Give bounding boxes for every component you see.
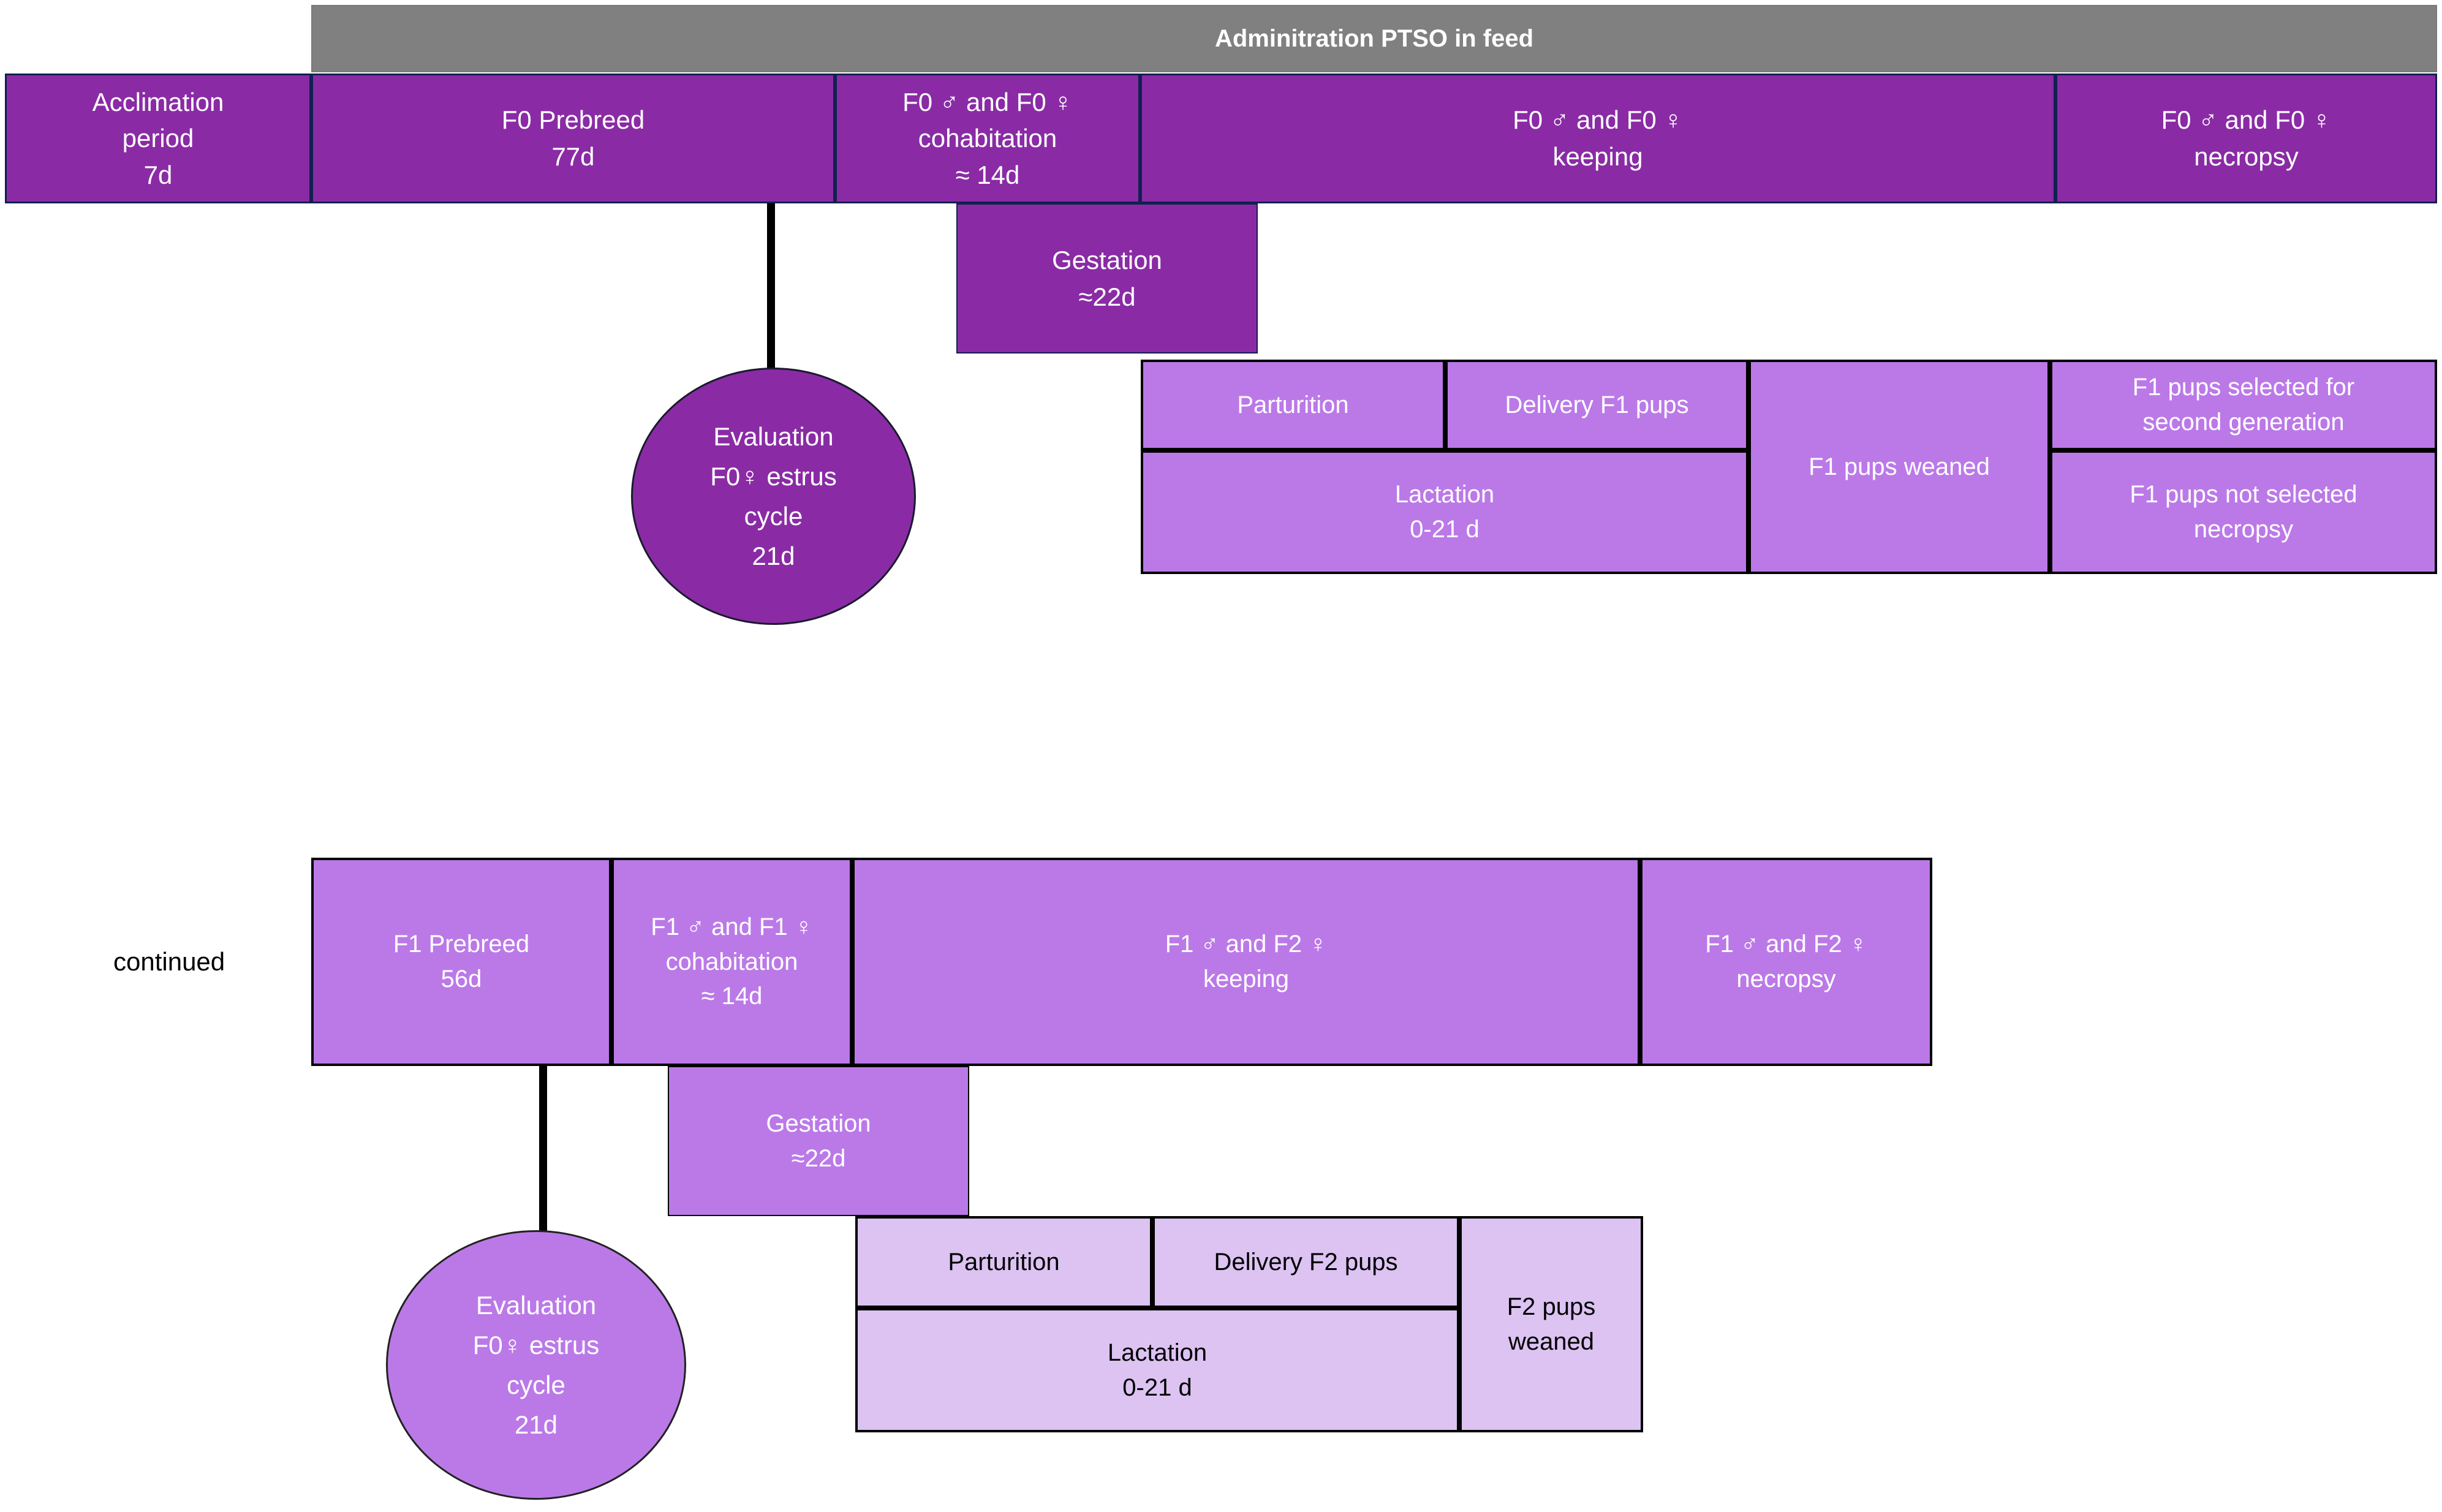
continued-label: continued — [113, 943, 316, 980]
f2-lactation-line1: Lactation — [1107, 1339, 1208, 1366]
f2-keeping-line1: F1 ♂ and F2 ♀ — [1165, 931, 1328, 958]
f1-evaluation-line3: cycle — [507, 1370, 565, 1399]
f0-keeping-box[interactable]: F0 ♂ and F0 ♀ keeping — [1140, 74, 2055, 203]
f0-acclimation-line2: period — [122, 124, 194, 153]
f0-evaluation-line1: Evaluation — [713, 421, 834, 451]
f0-necropsy-line1: F0 ♂ and F0 ♀ — [2161, 105, 2332, 135]
f0-necropsy-line2: necropsy — [2194, 142, 2299, 171]
f2-necropsy-line1: F1 ♂ and F2 ♀ — [1705, 931, 1867, 958]
continued-label-text: continued — [113, 947, 225, 976]
f1-cohabitation-line3: ≈ 14d — [701, 983, 763, 1010]
f0-gestation-line1: Gestation — [1052, 245, 1162, 274]
f0-evaluation-line3: cycle — [744, 502, 803, 531]
f0-evaluation-line2: F0♀ estrus — [710, 461, 837, 491]
administration-banner-label: Adminitration PTSO in feed — [1214, 25, 1534, 52]
f1-prebreed-to-evaluation-connector — [539, 1066, 547, 1234]
f1-pups-selected-box[interactable]: F1 pups selected for second generation — [2050, 360, 2437, 450]
f1-pups-weaned-label: F1 pups weaned — [1809, 453, 1990, 480]
administration-banner: Adminitration PTSO in feed — [311, 5, 2437, 72]
f1-gestation-line2: ≈22d — [791, 1144, 846, 1172]
f2-delivery-label: Delivery F2 pups — [1214, 1248, 1398, 1276]
f2-delivery-box[interactable]: Delivery F2 pups — [1152, 1216, 1459, 1308]
f1-pups-weaned-box[interactable]: F1 pups weaned — [1748, 360, 2050, 574]
f2-parturition-label: Parturition — [948, 1248, 1060, 1276]
f1-gestation-line1: Gestation — [766, 1109, 871, 1137]
f0-prebreed-line2: 77d — [551, 142, 595, 171]
f0-gestation-line2: ≈22d — [1078, 282, 1136, 311]
f2-pups-weaned-box[interactable]: F2 pups weaned — [1459, 1216, 1643, 1432]
f2-lactation-box[interactable]: Lactation 0-21 d — [855, 1308, 1459, 1432]
f2-parturition-box[interactable]: Parturition — [855, 1216, 1152, 1308]
f0-acclimation-period-box[interactable]: Acclimation period 7d — [5, 74, 311, 203]
f1-pups-selected-line1: F1 pups selected for — [2132, 374, 2355, 401]
f1-lactation-box[interactable]: Lactation 0-21 d — [1141, 450, 1748, 574]
f0-acclimation-line3: 7d — [143, 160, 173, 189]
f1-evaluation-line4: 21d — [514, 1410, 558, 1440]
f1-cohabitation-line1: F1 ♂ and F1 ♀ — [651, 913, 813, 940]
f0-keeping-line1: F0 ♂ and F0 ♀ — [1513, 105, 1683, 135]
f0-cohabitation-box[interactable]: F0 ♂ and F0 ♀ cohabitation ≈ 14d — [835, 74, 1140, 203]
f2-pups-weaned-line1: F2 pups — [1506, 1293, 1596, 1320]
f0-prebreed-to-evaluation-connector — [767, 203, 775, 372]
f0-prebreed-line1: F0 Prebreed — [501, 105, 645, 135]
f0-keeping-line2: keeping — [1552, 142, 1643, 171]
f1-cohabitation-line2: cohabitation — [665, 948, 798, 975]
f1-lactation-line2: 0-21 d — [1410, 516, 1480, 543]
f1-pups-not-selected-line2: necropsy — [2193, 516, 2294, 543]
f0-prebreed-box[interactable]: F0 Prebreed 77d — [311, 74, 835, 203]
f1-prebreed-line1: F1 Prebreed — [393, 931, 530, 958]
f2-necropsy-box[interactable]: F1 ♂ and F2 ♀ necropsy — [1640, 858, 1932, 1066]
f2-necropsy-line2: necropsy — [1736, 966, 1836, 992]
f1-evaluation-line1: Evaluation — [475, 1290, 597, 1320]
f0-evaluation-line4: 21d — [752, 542, 795, 571]
f1-prebreed-box[interactable]: F1 Prebreed 56d — [311, 858, 611, 1066]
f1-pups-selected-line2: second generation — [2142, 409, 2345, 436]
f2-keeping-line2: keeping — [1203, 966, 1290, 992]
f1-pups-not-selected-line1: F1 pups not selected — [2130, 481, 2357, 508]
f1-evaluation-line2: F0♀ estrus — [472, 1330, 600, 1359]
f0-estrus-evaluation-circle[interactable]: Evaluation F0♀ estrus cycle 21d — [631, 368, 916, 625]
f1-prebreed-line2: 56d — [440, 966, 482, 992]
f1-lactation-line1: Lactation — [1394, 481, 1495, 508]
f0-gestation-box[interactable]: Gestation ≈22d — [956, 203, 1258, 353]
f2-pups-weaned-line2: weaned — [1508, 1328, 1595, 1355]
f0-cohabitation-line3: ≈ 14d — [955, 160, 1020, 189]
f2-keeping-box[interactable]: F1 ♂ and F2 ♀ keeping — [852, 858, 1640, 1066]
f1-estrus-evaluation-circle[interactable]: Evaluation F0♀ estrus cycle 21d — [386, 1230, 686, 1500]
f0-acclimation-line1: Acclimation — [92, 87, 224, 116]
f0-necropsy-box[interactable]: F0 ♂ and F0 ♀ necropsy — [2055, 74, 2437, 203]
f1-delivery-box[interactable]: Delivery F1 pups — [1445, 360, 1748, 450]
f1-gestation-box[interactable]: Gestation ≈22d — [668, 1066, 969, 1216]
f2-lactation-line2: 0-21 d — [1122, 1374, 1192, 1401]
f1-pups-not-selected-box[interactable]: F1 pups not selected necropsy — [2050, 450, 2437, 574]
f0-cohabitation-line1: F0 ♂ and F0 ♀ — [902, 87, 1073, 116]
f1-cohabitation-box[interactable]: F1 ♂ and F1 ♀ cohabitation ≈ 14d — [611, 858, 852, 1066]
f1-delivery-label: Delivery F1 pups — [1505, 391, 1689, 418]
f1-parturition-box[interactable]: Parturition — [1141, 360, 1445, 450]
f0-cohabitation-line2: cohabitation — [918, 124, 1057, 153]
f1-parturition-label: Parturition — [1237, 391, 1349, 418]
